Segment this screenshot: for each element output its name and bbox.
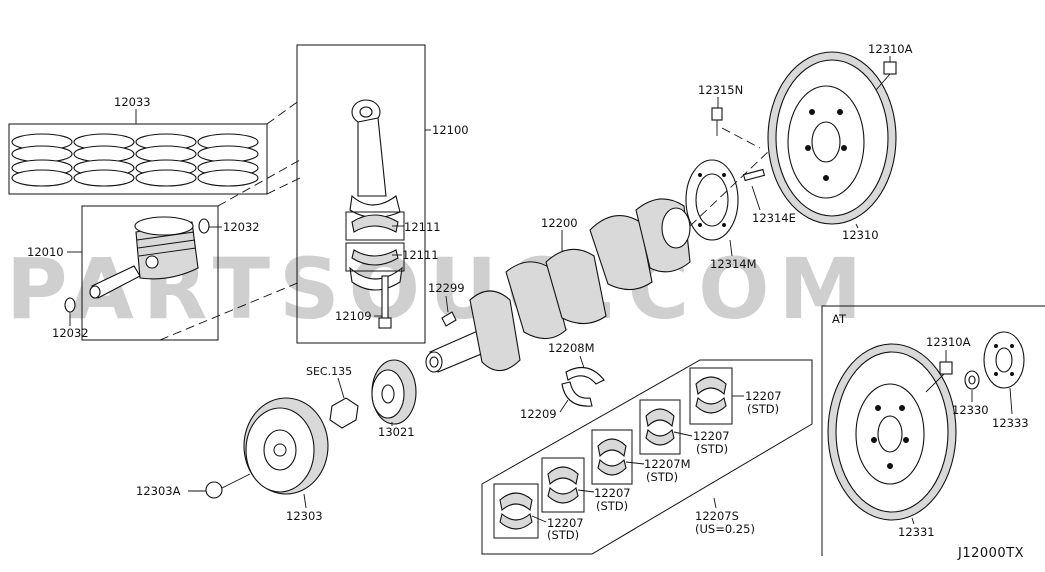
label-12330: 12330 bbox=[952, 403, 989, 417]
label-12207-3: 12207 bbox=[693, 429, 730, 443]
label-sec135: SEC.135 bbox=[306, 365, 352, 378]
crank-position-plate-12314M[interactable] bbox=[685, 159, 739, 241]
reinforcement-plate-12330[interactable] bbox=[964, 370, 980, 390]
conrod-cap[interactable] bbox=[349, 266, 403, 291]
label-12100: 12100 bbox=[432, 123, 469, 137]
piston-pin[interactable] bbox=[89, 265, 141, 299]
snap-ring-right[interactable] bbox=[198, 218, 210, 234]
conrod-bearing-lower[interactable] bbox=[351, 249, 399, 266]
label-12208M: 12208M bbox=[548, 341, 595, 355]
label-12333: 12333 bbox=[992, 416, 1029, 430]
label-12111-b: 12111 bbox=[402, 248, 439, 262]
main-bearing-4[interactable] bbox=[639, 399, 681, 455]
flywheel-12310[interactable] bbox=[767, 51, 897, 225]
conrod-bolt[interactable] bbox=[378, 275, 392, 329]
label-12207M-std: (STD) bbox=[646, 470, 678, 484]
diagram-code: J12000TX bbox=[957, 546, 1024, 561]
label-12303A: 12303A bbox=[136, 484, 181, 498]
drive-plate-12331[interactable] bbox=[827, 343, 957, 521]
label-12207-4-std: (STD) bbox=[747, 402, 779, 416]
crankshaft-key[interactable] bbox=[441, 311, 457, 327]
label-12207-2-std: (STD) bbox=[596, 499, 628, 513]
main-bearing-2[interactable] bbox=[541, 457, 585, 513]
label-12310A-top: 12310A bbox=[868, 42, 913, 56]
label-12207S: 12207S bbox=[695, 509, 739, 523]
label-12331: 12331 bbox=[898, 525, 935, 539]
label-12032-left: 12032 bbox=[52, 326, 89, 340]
label-12299: 12299 bbox=[428, 281, 465, 295]
at-section-border bbox=[821, 305, 1045, 556]
bolt-12315N[interactable] bbox=[711, 107, 723, 136]
label-12207-3-std: (STD) bbox=[696, 442, 728, 456]
conrod-bearing-upper[interactable] bbox=[351, 214, 399, 233]
main-bearing-1[interactable] bbox=[493, 483, 539, 539]
piston-ring-set[interactable] bbox=[8, 123, 268, 195]
label-12314M: 12314M bbox=[710, 257, 757, 271]
label-12032-right: 12032 bbox=[223, 220, 260, 234]
connecting-rod[interactable] bbox=[349, 99, 401, 219]
thrust-washer-12209[interactable] bbox=[561, 381, 593, 407]
label-12207-2: 12207 bbox=[594, 486, 631, 500]
at-section-label: AT bbox=[832, 312, 847, 326]
thrust-washer-12208M[interactable] bbox=[565, 366, 605, 385]
label-12310: 12310 bbox=[842, 228, 879, 242]
pulley-bolt-12303A[interactable] bbox=[205, 473, 251, 499]
label-12209: 12209 bbox=[520, 407, 557, 421]
crank-sprocket-13021[interactable] bbox=[371, 359, 417, 425]
main-bearing-3-12207M[interactable] bbox=[591, 429, 633, 485]
spacer-sec135[interactable] bbox=[329, 397, 359, 429]
label-12033: 12033 bbox=[114, 95, 151, 109]
piston[interactable] bbox=[134, 216, 199, 280]
label-12207M: 12207M bbox=[644, 457, 691, 471]
main-bearing-5[interactable] bbox=[689, 367, 733, 425]
piston-box bbox=[81, 205, 219, 341]
flywheel-bolt-12310A[interactable] bbox=[875, 61, 897, 91]
assembly-line bbox=[266, 99, 301, 125]
plate-12333[interactable] bbox=[983, 331, 1025, 389]
label-13021: 13021 bbox=[378, 425, 415, 439]
label-12207-4: 12207 bbox=[745, 389, 782, 403]
bearing-box-lower bbox=[345, 242, 405, 272]
dowel-pin-12314E[interactable] bbox=[742, 168, 766, 182]
snap-ring-left[interactable] bbox=[64, 297, 76, 313]
label-12314E: 12314E bbox=[752, 211, 796, 225]
connecting-rod-box bbox=[296, 44, 426, 344]
label-12010: 12010 bbox=[27, 245, 64, 259]
main-bearing-panel bbox=[481, 359, 813, 555]
label-12310A-at: 12310A bbox=[926, 335, 971, 349]
crank-pulley-12303[interactable] bbox=[243, 397, 329, 495]
label-12207S-us: (US=0.25) bbox=[695, 522, 755, 536]
label-12207-1: 12207 bbox=[547, 516, 584, 530]
label-12200: 12200 bbox=[541, 216, 578, 230]
label-12109: 12109 bbox=[335, 309, 372, 323]
label-12303: 12303 bbox=[286, 509, 323, 523]
label-12207-1-std: (STD) bbox=[547, 528, 579, 542]
label-12111-a: 12111 bbox=[404, 220, 441, 234]
label-12315N: 12315N bbox=[698, 83, 743, 97]
